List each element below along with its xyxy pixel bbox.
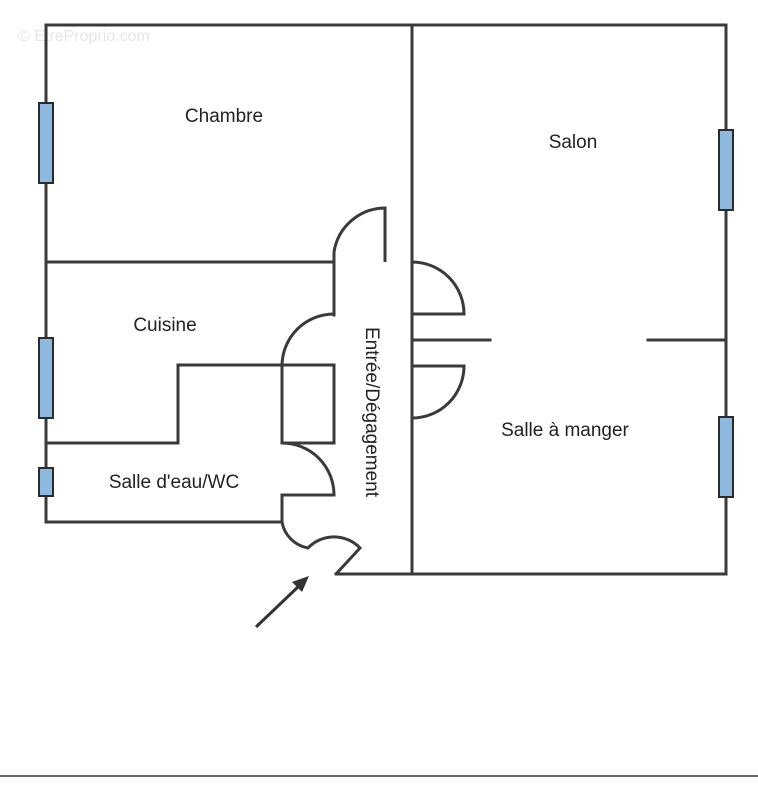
door-entree [280, 521, 363, 576]
door-salle-eau [281, 441, 336, 496]
room-label-salle-a-manger: Salle à manger [501, 420, 629, 441]
room-label-chambre: Chambre [185, 106, 263, 127]
arrow-shaft [254, 583, 302, 629]
room-label-salon: Salon [549, 132, 598, 153]
window-chambre [38, 102, 54, 184]
entry-arrow [254, 576, 309, 629]
room-label-entree: Entrée/Dégagement [361, 327, 382, 498]
windows [38, 102, 734, 498]
arrow-head [292, 576, 309, 592]
door-cuisine [280, 312, 335, 367]
door-chambre [332, 206, 387, 262]
door-salle-a-manger [411, 364, 466, 420]
room-label-cuisine: Cuisine [133, 315, 196, 336]
window-salle-a-manger [718, 416, 734, 498]
doors [280, 206, 466, 576]
wall-cuisine-stepped [44, 363, 336, 445]
watermark-text: © EtreProprio.com [18, 28, 150, 45]
window-salon [718, 129, 734, 211]
window-salle-eau [38, 467, 54, 497]
door-salon [411, 260, 466, 316]
room-label-salle-eau: Salle d'eau/WC [109, 472, 239, 493]
window-cuisine [38, 337, 54, 419]
